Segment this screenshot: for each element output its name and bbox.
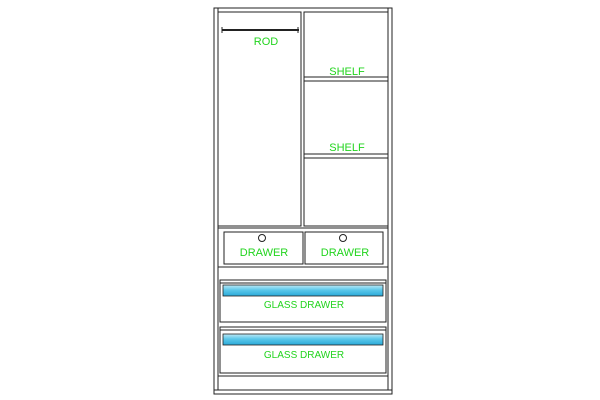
- shelf-upper-label: SHELF: [329, 66, 365, 78]
- glass-drawer-bottom-panel: [222, 333, 384, 346]
- glass-drawer-top-label: GLASS DRAWER: [264, 300, 344, 311]
- drawer-left-knob-icon: [258, 234, 266, 242]
- rod-label: ROD: [254, 36, 279, 48]
- drawer-right-label: DRAWER: [321, 247, 370, 259]
- shelf-lower-label: SHELF: [329, 142, 365, 154]
- glass-drawer-top: GLASS DRAWER: [219, 279, 387, 323]
- shelf-column-box: [303, 11, 389, 227]
- glass-drawer-bottom: GLASS DRAWER: [219, 326, 387, 374]
- glass-drawer-top-panel: [222, 284, 384, 297]
- hanging-compartment: ROD: [217, 11, 302, 227]
- drawer-row: DRAWER DRAWER: [223, 231, 384, 265]
- drawer-right-knob-icon: [339, 234, 347, 242]
- drawer-left: [223, 231, 304, 265]
- glass-drawer-bottom-label: GLASS DRAWER: [264, 350, 344, 361]
- shelf-column: SHELF SHELF: [303, 11, 389, 227]
- drawer-left-label: DRAWER: [240, 247, 289, 259]
- hanging-compartment-box: [217, 11, 302, 227]
